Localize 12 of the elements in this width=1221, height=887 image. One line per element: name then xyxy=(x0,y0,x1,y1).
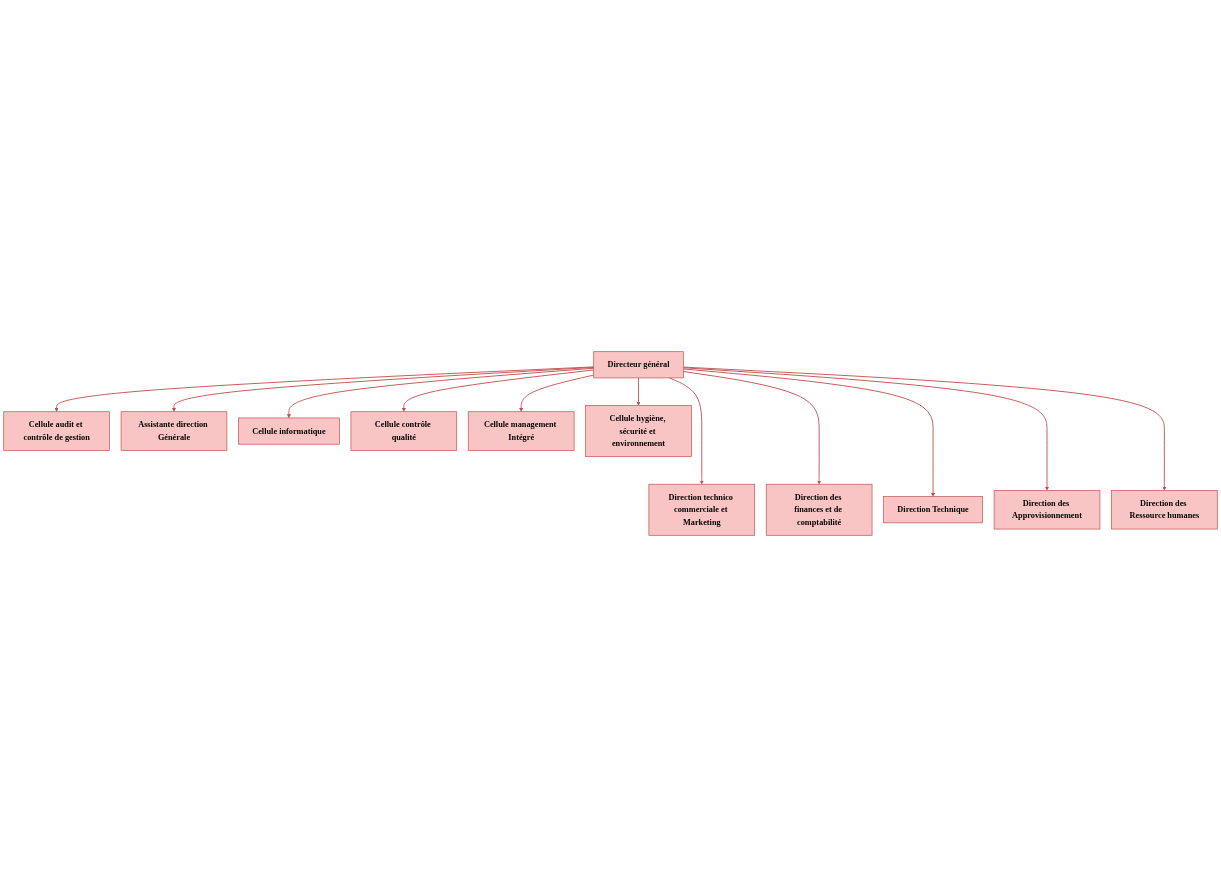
node-box: Cellule audit et contrôle de gestion xyxy=(3,411,110,451)
node-box: Cellule hygiène, sécurité et environnement xyxy=(585,405,692,457)
node-box: Assistante direction Générale xyxy=(120,411,228,451)
node-box: Direction des finances et de comptabilité xyxy=(765,483,873,536)
node-box: Direction des Ressource humanes xyxy=(1111,490,1218,530)
node-box: Cellule informatique xyxy=(238,417,340,445)
node-box: Direction des Approvisionnement xyxy=(993,490,1101,530)
node-box: Direction technico commerciale et Marketing xyxy=(648,483,756,536)
node-box: Directeur général xyxy=(593,351,684,379)
node-box: Cellule contrôle qualité xyxy=(350,411,458,451)
node-box: Cellule management Intégré xyxy=(467,411,575,451)
node-box: Direction Technique xyxy=(883,496,983,524)
